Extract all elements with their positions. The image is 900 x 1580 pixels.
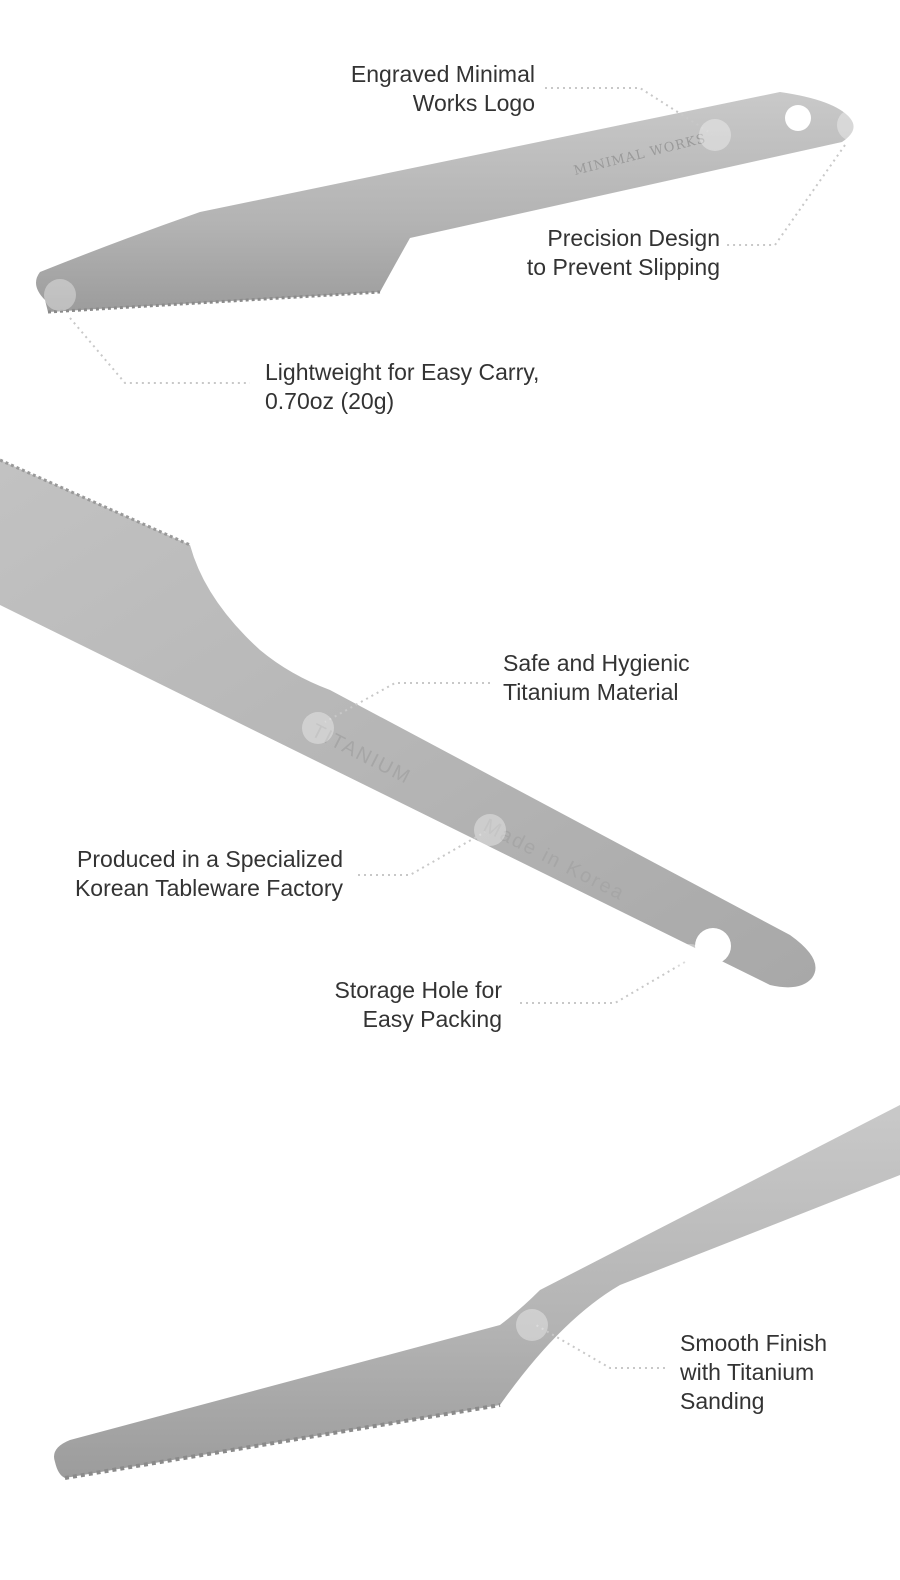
callout-line: Easy Packing (362, 1006, 502, 1032)
callout-line: Sanding (680, 1388, 765, 1414)
callout-precision-design: Precision Design to Prevent Slipping (527, 224, 720, 282)
callout-line: Lightweight for Easy Carry, (265, 359, 540, 385)
callout-storage-hole: Storage Hole for Easy Packing (335, 976, 502, 1034)
callout-line: Titanium Material (503, 679, 679, 705)
callout-line: Storage Hole for (334, 977, 502, 1003)
callout-line: Korean Tableware Factory (74, 875, 343, 901)
knife-middle: TITANIUM Made in Korea (0, 458, 816, 988)
callout-line: with Titanium (680, 1359, 815, 1385)
callout-titanium-material: Safe and Hygienic Titanium Material (503, 649, 690, 707)
knife-bottom (54, 1105, 900, 1480)
callout-markers (44, 109, 869, 1341)
storage-hole (785, 105, 811, 131)
callout-line: Works Logo (412, 90, 535, 116)
callout-korean-factory: Produced in a Specialized Korean Tablewa… (75, 845, 343, 903)
storage-hole (695, 928, 731, 964)
callout-line: 0.70oz (20g) (265, 388, 395, 414)
callout-smooth-finish: Smooth Finish with Titanium Sanding (680, 1329, 827, 1416)
callout-line: Precision Design (547, 225, 720, 251)
callout-line: Engraved Minimal (350, 61, 535, 87)
callout-line: Safe and Hygienic (503, 650, 690, 676)
callout-lines (69, 87, 846, 1369)
callout-lightweight: Lightweight for Easy Carry, 0.70oz (20g) (265, 358, 539, 416)
callout-line: to Prevent Slipping (526, 254, 720, 280)
callout-engraved-logo: Engraved Minimal Works Logo (351, 60, 535, 118)
knife-top: MINIMAL WORKS (36, 92, 854, 314)
callout-line: Smooth Finish (680, 1330, 828, 1356)
callout-line: Produced in a Specialized (77, 846, 343, 872)
